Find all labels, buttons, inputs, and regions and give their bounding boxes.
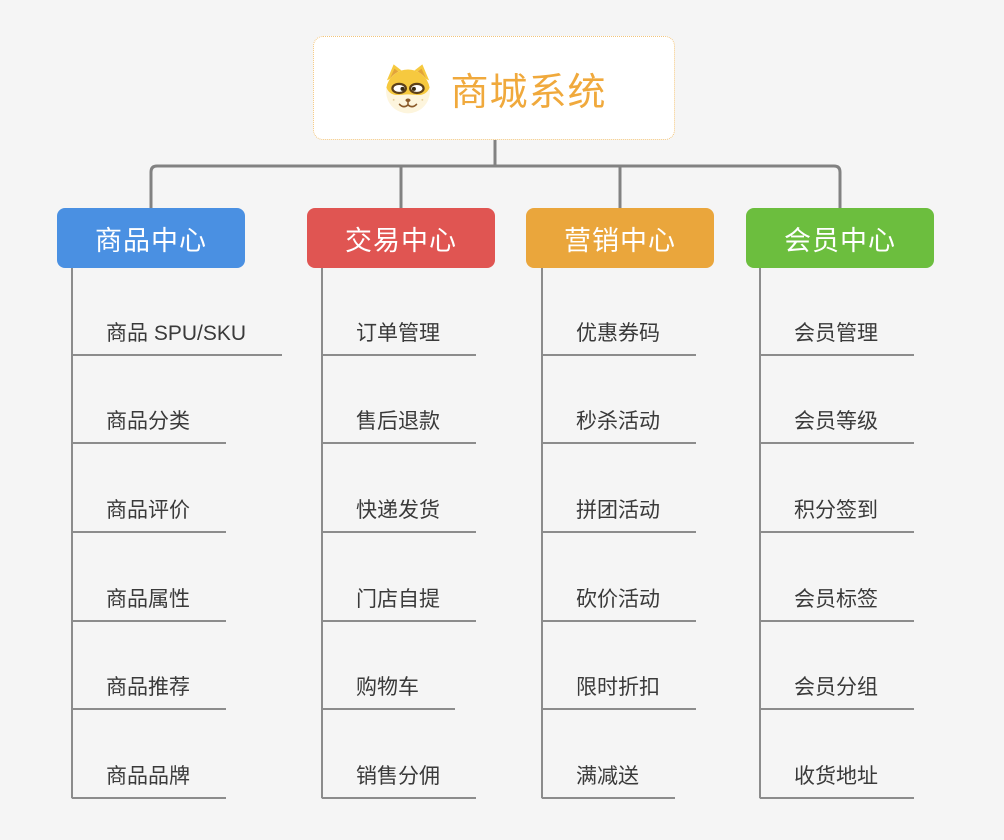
leaf-row: 砍价活动	[542, 533, 812, 622]
leaf-topic[interactable]: 收货地址	[760, 760, 914, 800]
leaf-row: 秒杀活动	[542, 356, 812, 445]
leaf-row: 会员标签	[760, 533, 1004, 622]
leaf-row: 满减送	[542, 710, 812, 800]
leaf-row: 订单管理	[322, 267, 592, 356]
leaf-row: 快递发货	[322, 444, 592, 534]
leaf-topic[interactable]: 积分签到	[760, 494, 914, 534]
leaf-topic[interactable]: 限时折扣	[542, 671, 696, 711]
leaf-topic[interactable]: 优惠券码	[542, 317, 696, 356]
leaf-topic[interactable]: 会员标签	[760, 583, 914, 622]
leaf-topic[interactable]: 会员管理	[760, 317, 914, 356]
leaf-topic[interactable]: 会员等级	[760, 405, 914, 445]
leaf-topic[interactable]: 售后退款	[322, 405, 476, 445]
leaf-topic[interactable]: 商品评价	[72, 494, 226, 534]
leaf-row: 收货地址	[760, 710, 1004, 800]
leaf-topic[interactable]: 商品品牌	[72, 760, 226, 800]
branch-label: 营销中心	[564, 225, 676, 256]
branch-node-2[interactable]: 营销中心	[526, 208, 714, 268]
leaf-row: 会员分组	[760, 622, 1004, 711]
leaf-row: 售后退款	[322, 356, 592, 445]
branch-label: 商品中心	[95, 225, 207, 256]
root-title: 商城系统	[450, 71, 607, 114]
leaf-topic[interactable]: 快递发货	[322, 494, 476, 534]
leaf-topic[interactable]: 商品分类	[72, 405, 226, 445]
leaf-topic[interactable]: 购物车	[322, 671, 455, 711]
leaf-column-2: 优惠券码秒杀活动拼团活动砍价活动限时折扣满减送	[542, 267, 812, 800]
leaf-topic[interactable]: 商品 SPU/SKU	[72, 317, 283, 356]
leaf-topic[interactable]: 销售分佣	[322, 760, 476, 800]
leaf-row: 积分签到	[760, 444, 1004, 534]
leaf-topic[interactable]: 砍价活动	[542, 583, 696, 622]
leaf-row: 购物车	[322, 622, 592, 711]
branch-label: 会员中心	[784, 225, 896, 256]
branch-node-1[interactable]: 交易中心	[307, 208, 495, 268]
leaf-row: 拼团活动	[542, 444, 812, 534]
leaf-topic[interactable]: 满减送	[542, 760, 675, 800]
leaf-topic[interactable]: 秒杀活动	[542, 405, 696, 445]
leaf-column-3: 会员管理会员等级积分签到会员标签会员分组收货地址	[760, 267, 1004, 800]
leaf-row: 商品品牌	[72, 710, 342, 800]
root-node-mall-system[interactable]: 商城系统	[313, 36, 675, 140]
leaf-row: 限时折扣	[542, 622, 812, 711]
leaf-topic[interactable]: 门店自提	[322, 583, 476, 622]
leaf-column-1: 订单管理售后退款快递发货门店自提购物车销售分佣	[322, 267, 592, 800]
leaf-topic[interactable]: 拼团活动	[542, 494, 696, 534]
leaf-row: 会员管理	[760, 267, 1004, 356]
leaf-column-0: 商品 SPU/SKU 商品分类商品评价商品属性商品推荐商品品牌	[72, 267, 342, 800]
leaf-topic[interactable]: 商品推荐	[72, 671, 226, 711]
leaf-row: 优惠券码	[542, 267, 812, 356]
leaf-row: 商品评价	[72, 444, 342, 534]
doge-icon	[386, 64, 431, 114]
leaf-row: 商品 SPU/SKU	[72, 267, 342, 356]
leaf-topic[interactable]: 商品属性	[72, 583, 226, 622]
branch-node-0[interactable]: 商品中心	[57, 208, 245, 268]
leaf-topic[interactable]: 会员分组	[760, 671, 914, 711]
leaf-row: 门店自提	[322, 533, 592, 622]
leaf-row: 会员等级	[760, 356, 1004, 445]
leaf-row: 商品推荐	[72, 622, 342, 711]
leaf-topic[interactable]: 订单管理	[322, 317, 476, 356]
leaf-row: 商品属性	[72, 533, 342, 622]
leaf-row: 商品分类	[72, 356, 342, 445]
branch-node-3[interactable]: 会员中心	[746, 208, 934, 268]
branch-label: 交易中心	[345, 225, 457, 256]
leaf-row: 销售分佣	[322, 710, 592, 800]
